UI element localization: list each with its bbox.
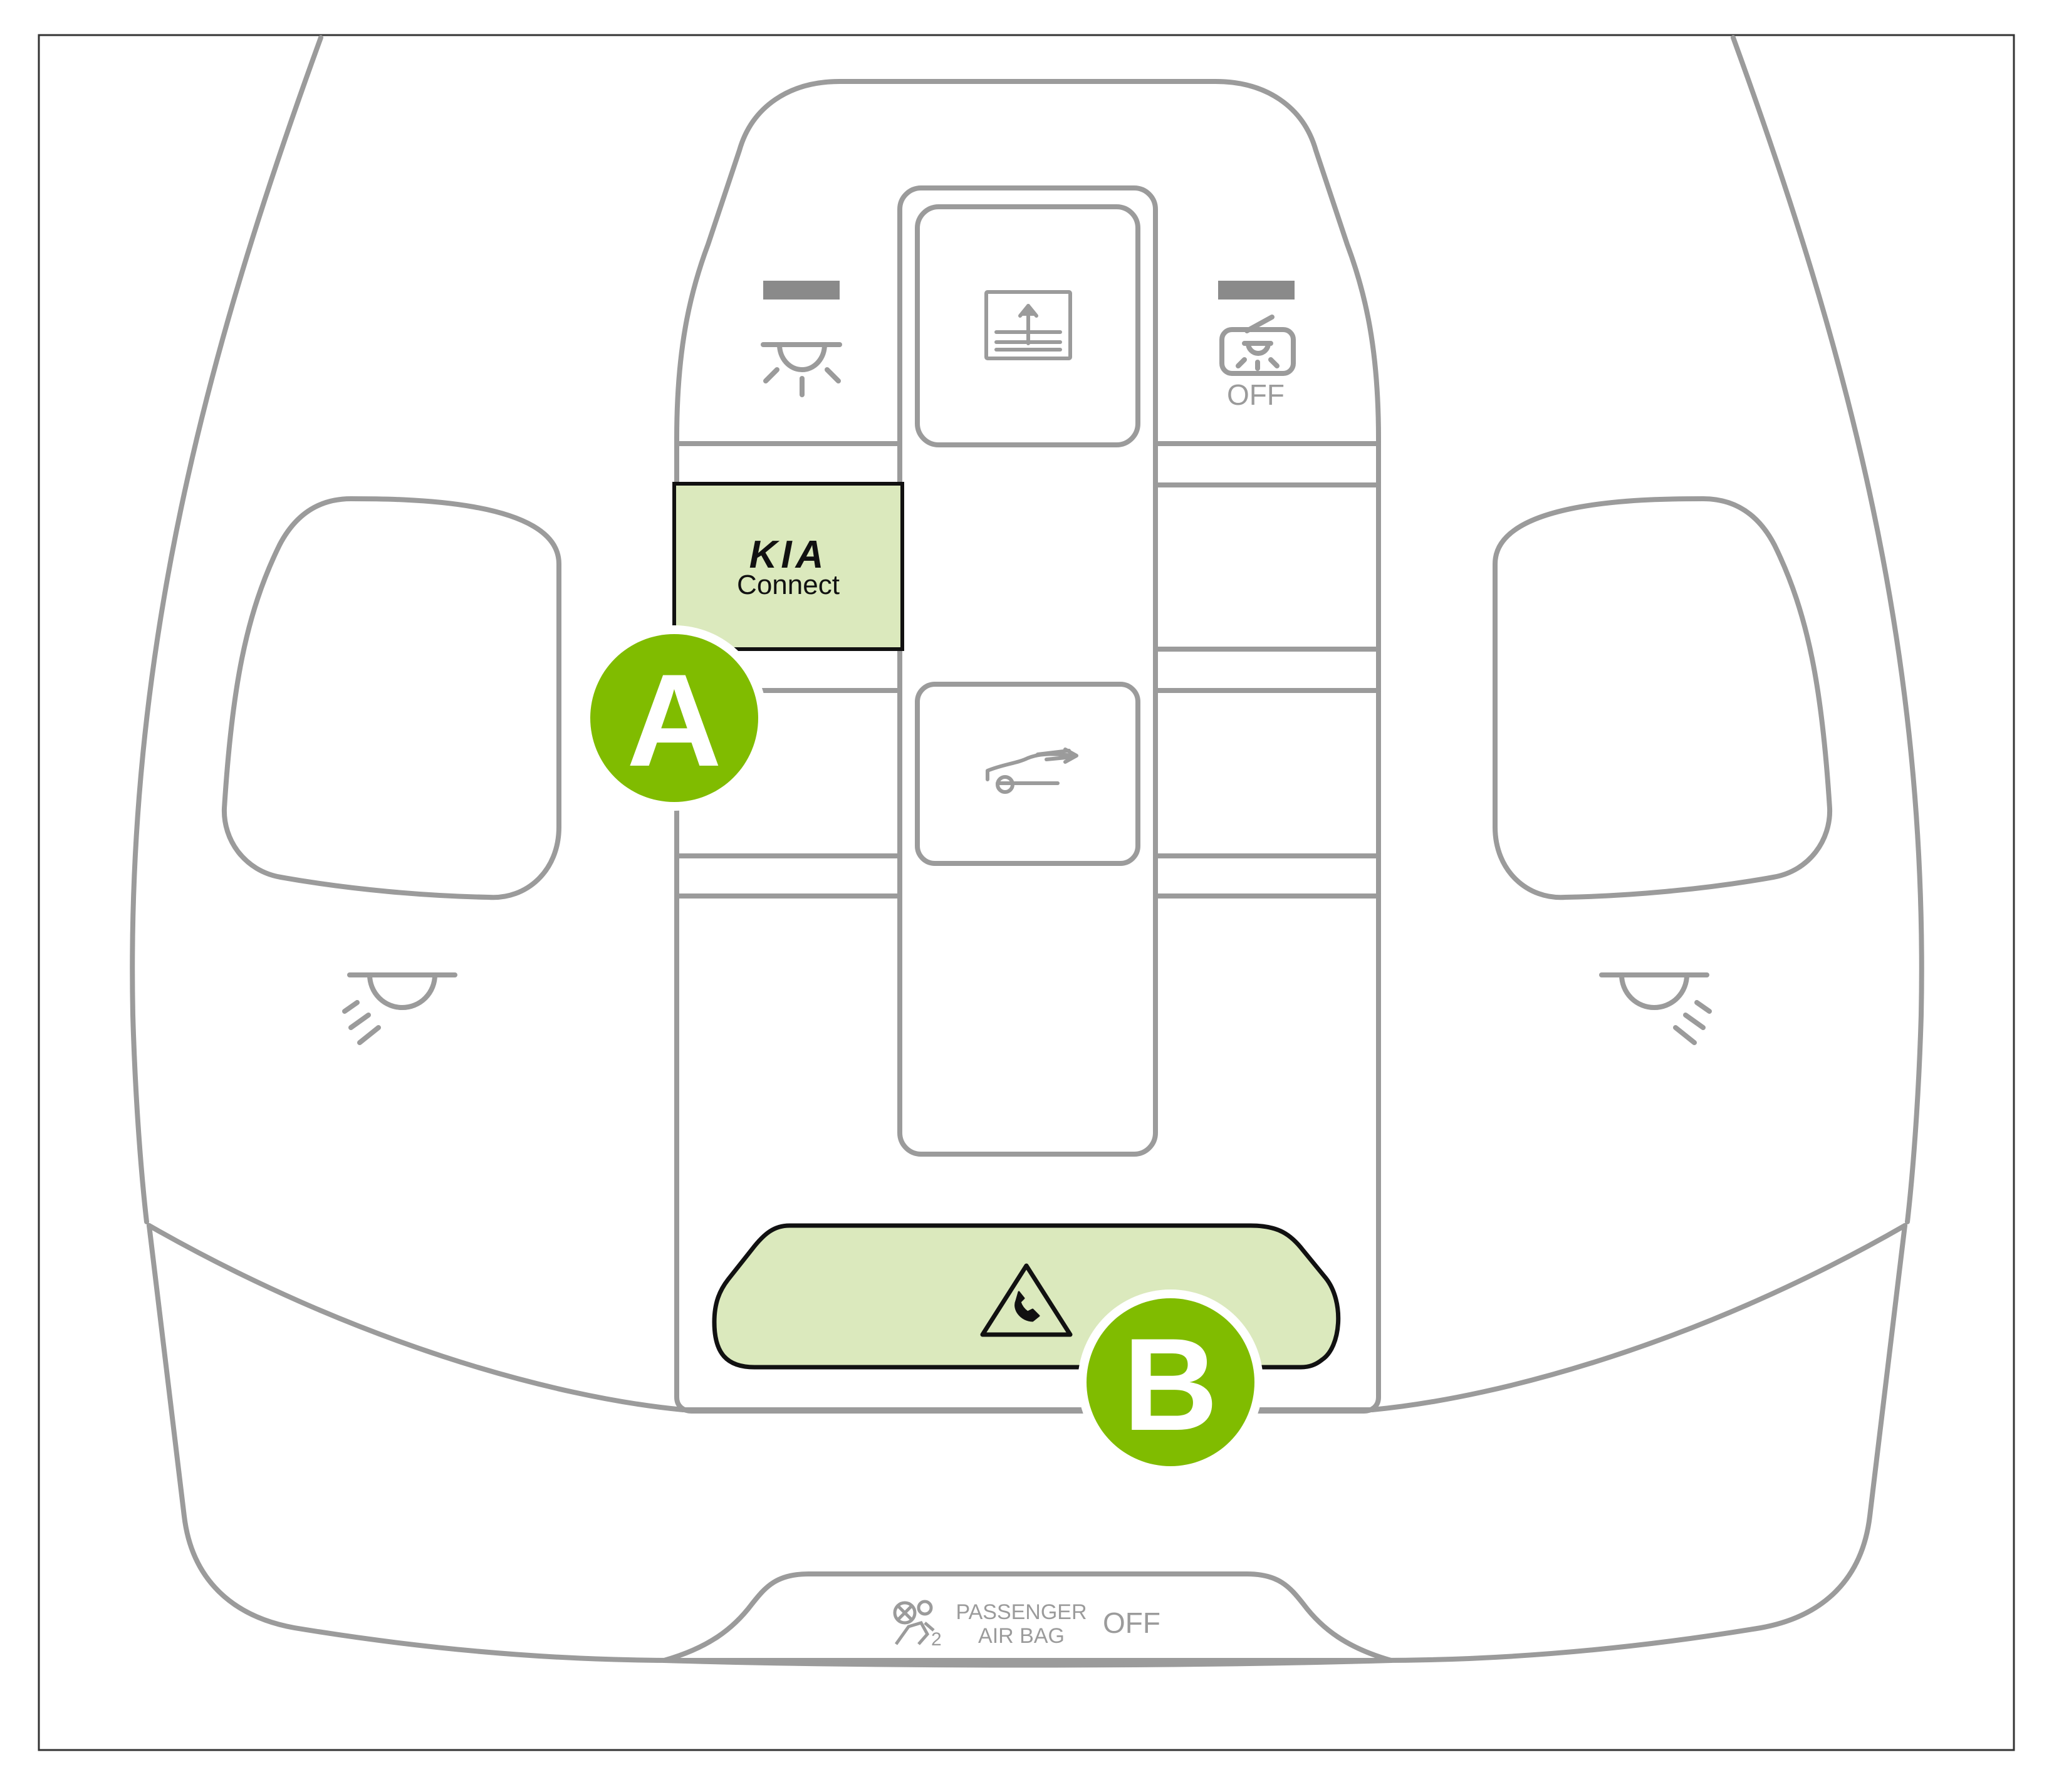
callout-b: B [1078,1289,1263,1475]
kia-logo-text: KIA [749,533,828,576]
airbag-label-line2: AIR BAG [978,1624,1065,1648]
right-lamp-lens [1493,496,1833,900]
passenger-airbag-indicator: 2 PASSENGER AIR BAG OFF [893,1600,1160,1650]
sunshade-button[interactable] [915,204,1140,447]
callout-a: A [581,625,767,811]
emergency-call-icon [980,1263,1073,1337]
passenger-airbag-off-icon [893,1600,935,1645]
reading-light-left-icon [342,972,457,1045]
airbag-icon-subscript: 2 [931,1629,942,1650]
airbag-label-line1: PASSENGER [956,1600,1087,1624]
door-courtesy-light-icon [1219,315,1296,376]
kia-connect-label: Connect [737,570,840,600]
sunroof-tilt-icon [986,748,1078,794]
callout-a-letter: A [627,647,722,794]
callout-b-letter: B [1123,1311,1218,1458]
sunroof-button[interactable] [915,682,1140,866]
sunshade-open-close-icon [984,290,1072,360]
door-light-indicator-bar [1218,281,1295,300]
reading-light-right-icon [1599,972,1712,1045]
airbag-plate-outline [662,1571,1394,1663]
console-bottom-edge [662,1658,1394,1668]
map-light-icon [761,342,842,397]
left-lamp-lens [221,496,561,900]
center-switch-column [897,185,1158,1157]
airbag-status-off: OFF [1103,1607,1160,1639]
door-light-off-label: OFF [1227,378,1285,411]
kia-connect-button[interactable]: KIA Connect [672,482,904,651]
map-light-indicator-bar [763,281,840,300]
console-body-outline-right [1731,35,1924,1224]
console-body-outline [130,35,323,1224]
central-module-outline [674,79,1381,1414]
